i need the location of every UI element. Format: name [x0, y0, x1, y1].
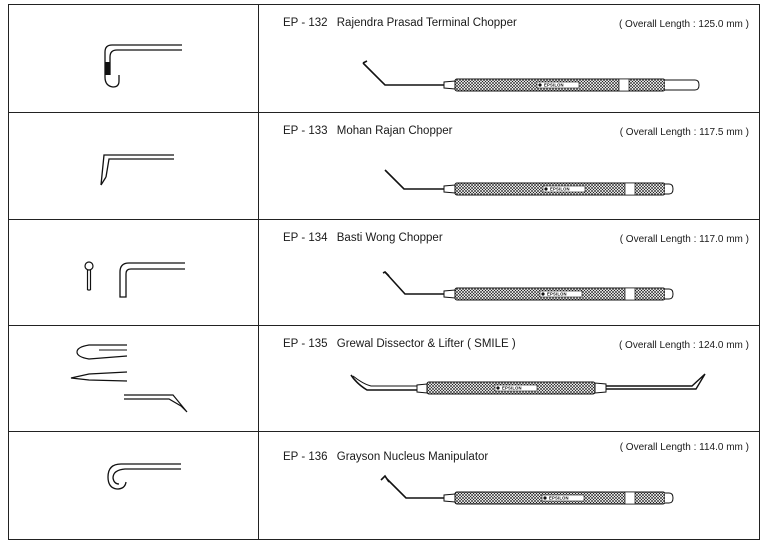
- tip-detail-cell: [9, 432, 259, 539]
- tip-detail-cell: [9, 220, 259, 325]
- overall-length: ( Overall Length : 117.5 mm ): [619, 127, 749, 138]
- product-row-ep-133: EP - 133 Mohan Rajan Chopper ( Overall L…: [9, 113, 759, 220]
- tip-detail-cell: [9, 113, 259, 219]
- brand-label: EPSILON: [549, 496, 569, 501]
- product-title: EP - 136 Grayson Nucleus Manipulator: [283, 451, 488, 463]
- tip-detail-cell: [9, 5, 259, 112]
- product-code: EP - 135: [283, 338, 328, 350]
- product-detail-cell: EP - 133 Mohan Rajan Chopper ( Overall L…: [259, 113, 759, 219]
- chopper-tip-icon: [100, 154, 174, 186]
- brand-label: EPSILON: [502, 386, 522, 391]
- product-title: EP - 133 Mohan Rajan Chopper: [283, 125, 452, 137]
- overall-length: ( Overall Length : 125.0 mm ): [618, 19, 749, 30]
- instrument-catalog-table: EP - 132 Rajendra Prasad Terminal Choppe…: [8, 4, 760, 540]
- overall-length: ( Overall Length : 124.0 mm ): [618, 340, 749, 351]
- product-code: EP - 136: [283, 451, 328, 463]
- product-code: EP - 134: [283, 232, 328, 244]
- product-detail-cell: EP - 134 Basti Wong Chopper ( Overall Le…: [259, 220, 759, 325]
- overall-length: ( Overall Length : 114.0 mm ): [619, 442, 749, 453]
- instrument-illustration: EPSILON: [362, 60, 700, 92]
- nucleus-manipulator-tip-icon: [107, 463, 181, 490]
- instrument-illustration: EPSILON: [380, 474, 674, 505]
- product-row-ep-135: EP - 135 Grewal Dissector & Lifter ( SMI…: [9, 326, 759, 432]
- product-detail-cell: EP - 135 Grewal Dissector & Lifter ( SMI…: [259, 326, 759, 431]
- product-code: EP - 133: [283, 125, 328, 137]
- instrument-illustration: EPSILON: [350, 373, 706, 395]
- product-row-ep-132: EP - 132 Rajendra Prasad Terminal Choppe…: [9, 5, 759, 113]
- tip-detail-cell: [9, 326, 259, 431]
- product-name: Rajendra Prasad Terminal Chopper: [336, 17, 517, 29]
- dissector-lifter-tip-icon: [70, 344, 188, 413]
- brand-label: EPSILON: [547, 292, 567, 297]
- product-name: Grayson Nucleus Manipulator: [336, 451, 489, 463]
- product-detail-cell: EP - 132 Rajendra Prasad Terminal Choppe…: [259, 5, 759, 112]
- product-name: Basti Wong Chopper: [336, 232, 443, 244]
- overall-length: ( Overall Length : 117.0 mm ): [619, 234, 749, 245]
- product-detail-cell: EP - 136 Grayson Nucleus Manipulator ( O…: [259, 432, 759, 539]
- instrument-illustration: EPSILON: [384, 169, 674, 196]
- ball-chopper-tip-icon: [84, 261, 185, 298]
- product-name: Mohan Rajan Chopper: [336, 125, 453, 137]
- product-title: EP - 132 Rajendra Prasad Terminal Choppe…: [283, 17, 517, 29]
- instrument-illustration: EPSILON: [382, 271, 674, 301]
- brand-label: EPSILON: [544, 83, 564, 88]
- product-title: EP - 135 Grewal Dissector & Lifter ( SMI…: [283, 338, 516, 350]
- brand-label: EPSILON: [550, 187, 570, 192]
- product-row-ep-136: EP - 136 Grayson Nucleus Manipulator ( O…: [9, 432, 759, 539]
- product-title: EP - 134 Basti Wong Chopper: [283, 232, 443, 244]
- product-name: Grewal Dissector & Lifter ( SMILE ): [336, 338, 516, 350]
- product-row-ep-134: EP - 134 Basti Wong Chopper ( Overall Le…: [9, 220, 759, 326]
- terminal-chopper-tip-icon: [104, 44, 182, 88]
- product-code: EP - 132: [283, 17, 328, 29]
